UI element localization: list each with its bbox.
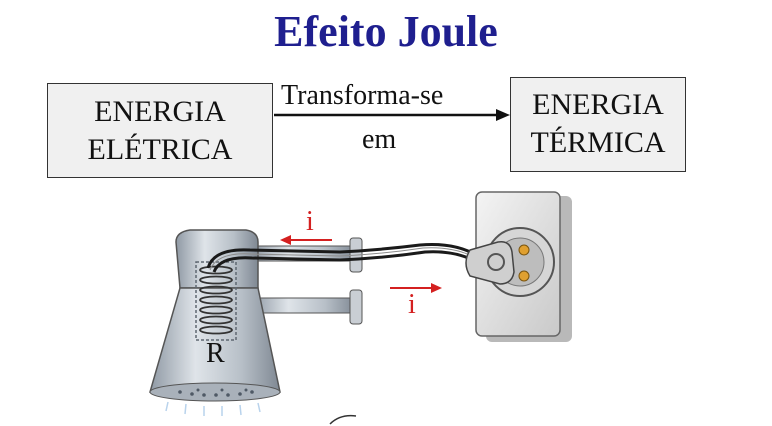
transform-arrow-head (496, 109, 510, 121)
plug-body (465, 240, 515, 285)
water-drops (165, 401, 261, 416)
thermal-energy-box: ENERGIA TÉRMICA (510, 77, 686, 172)
page-title: Efeito Joule (274, 7, 498, 56)
shower-holes (178, 388, 254, 397)
current-symbol-bottom: i (408, 289, 416, 320)
arrow-label-bottom: em (362, 124, 397, 155)
transform-arrow (274, 109, 510, 121)
plug-pin-1 (518, 244, 530, 256)
electric-energy-box: ENERGIA ELÉTRICA (47, 83, 273, 178)
cable-wire-2 (212, 250, 481, 273)
current-arrow-right (390, 283, 442, 293)
shower-body (149, 229, 281, 416)
cable-highlight (209, 247, 480, 271)
thermal-energy-line1: ENERGIA (532, 88, 664, 121)
lower-pipe-flange (349, 289, 363, 325)
cable-wire-1 (206, 243, 479, 269)
power-cable (206, 243, 481, 273)
shower-top (175, 229, 259, 289)
decorative-curve (329, 414, 357, 425)
current-symbol-top: i (306, 206, 314, 237)
thermal-energy-line2: TÉRMICA (530, 126, 666, 159)
resistor-turns (199, 265, 233, 335)
resistor-label: R (206, 338, 225, 369)
plug-grip (487, 253, 505, 271)
electric-energy-line2: ELÉTRICA (87, 133, 233, 166)
shower-head (149, 382, 281, 402)
wall-outlet (475, 191, 572, 342)
plug-pin-2 (518, 270, 530, 282)
lower-pipe (251, 297, 357, 314)
electric-energy-line1: ENERGIA (94, 95, 226, 128)
current-arrow-left (280, 235, 332, 245)
arrow-label-top: Transforma-se (281, 80, 444, 111)
plug (465, 240, 530, 285)
